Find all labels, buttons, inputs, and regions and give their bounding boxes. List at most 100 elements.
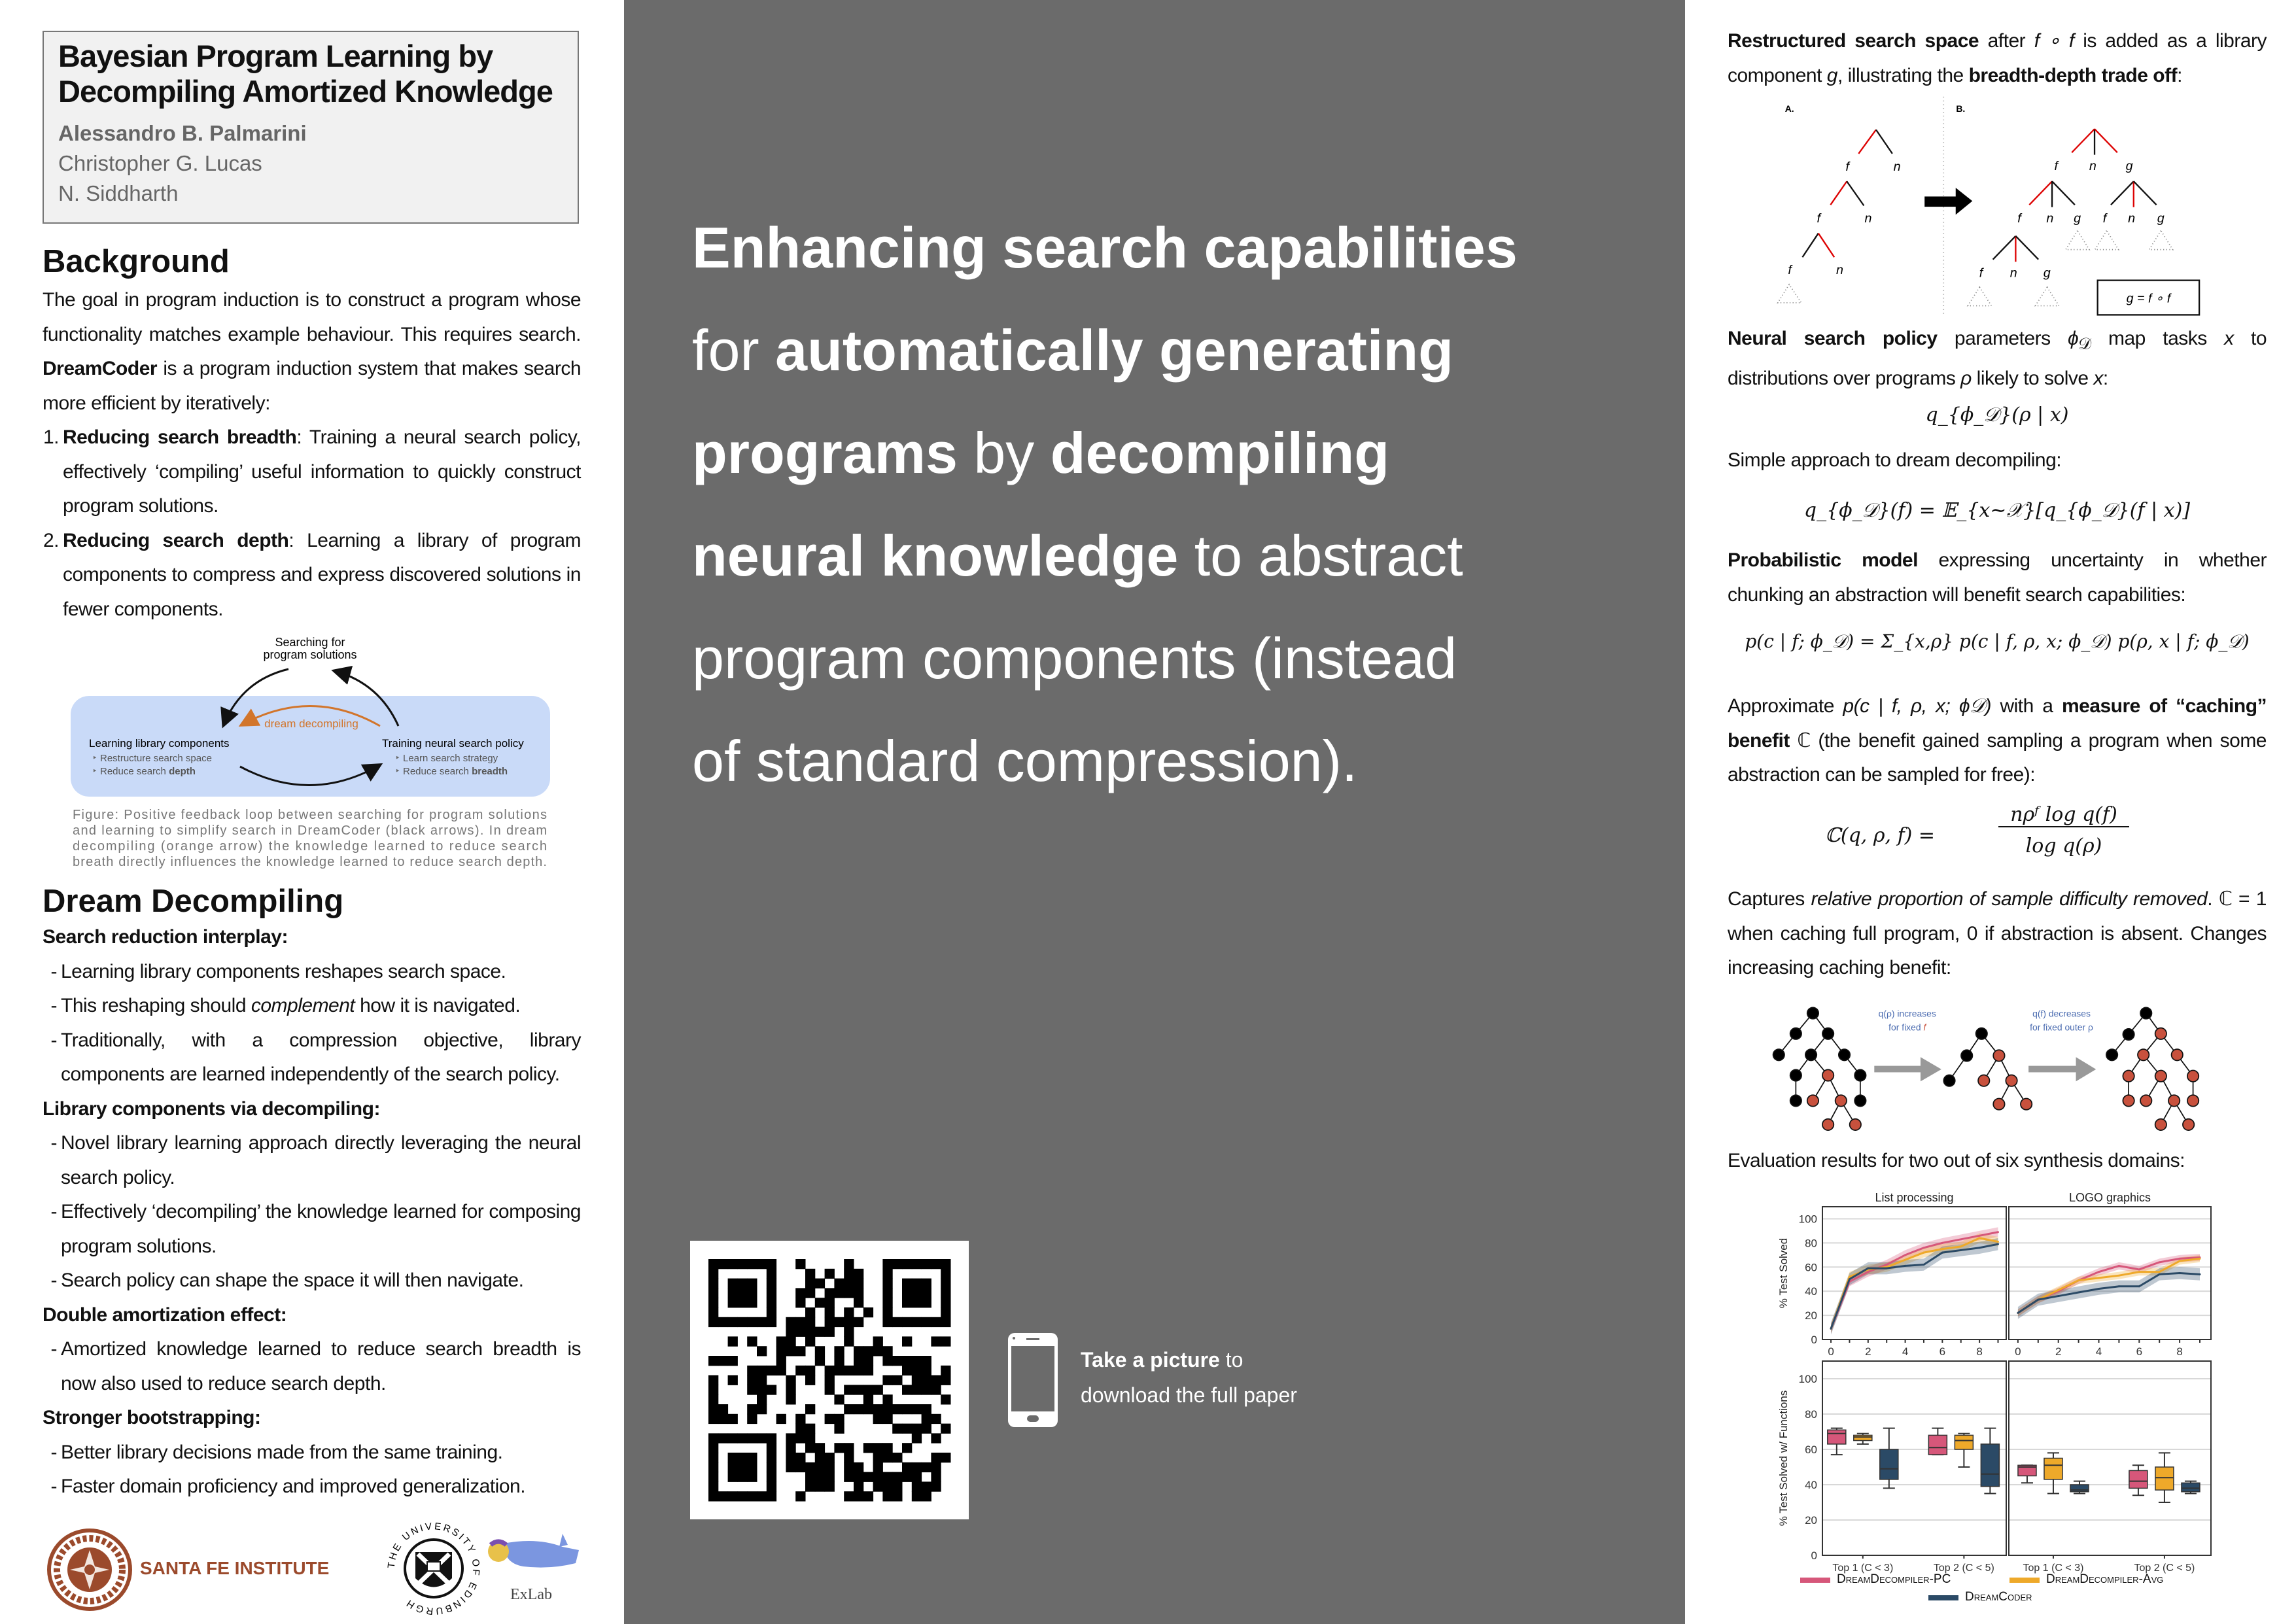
cached-node <box>2140 1094 2153 1107</box>
point-dc <box>1978 1247 1981 1249</box>
qr-module <box>814 1346 826 1356</box>
qr-module <box>882 1375 893 1385</box>
point-dc <box>2078 1291 2080 1294</box>
qr-module <box>824 1413 835 1425</box>
point-avg <box>2199 1257 2201 1260</box>
qr-module <box>911 1288 922 1298</box>
loop-background <box>71 696 550 797</box>
node-label: f <box>1788 263 1793 277</box>
node-label: f <box>2017 211 2023 226</box>
qr-module <box>911 1356 922 1366</box>
qr-module <box>844 1278 854 1288</box>
qr-module <box>708 1413 719 1425</box>
point-pc <box>1885 1264 1888 1266</box>
background-heading: Background <box>43 244 230 279</box>
qr-module <box>737 1433 748 1443</box>
box-pc <box>1827 1429 1847 1445</box>
qr-module <box>824 1288 835 1298</box>
qr-module <box>931 1317 941 1328</box>
qr-module <box>708 1259 719 1270</box>
qr-module <box>708 1453 719 1463</box>
qr-module <box>854 1472 864 1482</box>
list-item-text: Novel library learning approach directly… <box>61 1126 582 1195</box>
qr-module <box>766 1365 777 1376</box>
qr-module <box>786 1346 796 1356</box>
box-pc <box>2129 1470 2148 1489</box>
cached-node <box>2005 1074 2018 1087</box>
point-avg <box>1904 1258 1907 1261</box>
point-dc <box>1960 1249 1962 1251</box>
cached-node <box>1806 1094 1820 1107</box>
point-pc <box>1867 1271 1870 1273</box>
x-tick-label: 0 <box>1828 1345 1834 1358</box>
qr-module <box>727 1336 738 1347</box>
list-dash: - <box>50 960 58 982</box>
qr-module <box>863 1491 874 1502</box>
qr-module <box>882 1491 893 1502</box>
y-tick-label: 60 <box>1805 1443 1817 1456</box>
qr-module <box>805 1326 816 1337</box>
qr-module <box>747 1491 757 1502</box>
list-dash: - <box>50 1441 58 1463</box>
list-item-text: Amortized knowledge learned to reduce se… <box>61 1332 582 1401</box>
qr-module <box>844 1317 854 1328</box>
formula-dream-decompiling: q_{ϕ_𝒟}(f) = 𝔼_{x∼𝒳}[q_{ϕ_𝒟}(f | x)] <box>1803 499 2191 522</box>
qr-module <box>882 1268 893 1279</box>
qr-module <box>882 1278 893 1288</box>
qr-module <box>766 1307 777 1318</box>
qr-module <box>873 1462 883 1473</box>
headline-segment: to abstract <box>1178 523 1463 588</box>
qr-module <box>757 1375 767 1385</box>
qr-module <box>747 1472 757 1482</box>
qr-module <box>921 1278 931 1288</box>
qr-module <box>921 1356 931 1366</box>
qr-module <box>805 1365 816 1376</box>
qr-module <box>727 1472 738 1482</box>
qr-module <box>873 1346 883 1356</box>
qr-module <box>892 1404 903 1415</box>
qr-module <box>747 1317 757 1328</box>
dream-decompiling-label: dream decompiling <box>264 717 358 730</box>
list-item: -Effectively ‘decompiling’ the knowledge… <box>43 1195 582 1264</box>
qr-module <box>844 1326 854 1337</box>
qr-module <box>766 1433 777 1443</box>
qr-module <box>921 1404 931 1415</box>
qr-module <box>882 1259 893 1270</box>
qr-module <box>882 1307 893 1318</box>
qr-module <box>824 1307 835 1318</box>
qr-module <box>708 1462 719 1473</box>
qr-module <box>882 1443 893 1453</box>
qr-module <box>747 1433 757 1443</box>
qr-module <box>737 1462 748 1473</box>
list-dash: - <box>50 1270 58 1291</box>
box-dc <box>1879 1449 1899 1480</box>
legend-swatch-dc <box>1928 1595 1958 1600</box>
qr-module <box>834 1346 844 1356</box>
qr-module <box>795 1365 806 1376</box>
tree-node <box>1837 1048 1851 1062</box>
qr-module <box>902 1385 913 1395</box>
box-pc <box>1928 1434 1948 1455</box>
tree-node <box>1789 1094 1802 1107</box>
qr-module <box>805 1288 816 1298</box>
headline-segment: Enhancing search capabilities <box>692 215 1518 280</box>
term: Probabilistic model <box>1728 549 1918 571</box>
qr-module <box>824 1472 835 1482</box>
box-dc <box>2181 1482 2200 1493</box>
list-item: 2.Reducing search depth: Learning a libr… <box>43 524 582 627</box>
list-number: 1. <box>43 426 60 448</box>
point-dc <box>1885 1267 1888 1270</box>
y-tick-label: 100 <box>1799 1213 1817 1225</box>
qr-module <box>727 1298 738 1308</box>
qr-module <box>766 1481 777 1492</box>
point-avg <box>2098 1277 2100 1279</box>
qr-module <box>824 1317 835 1328</box>
qr-module <box>708 1443 719 1453</box>
dream-decompiling-heading: Dream Decompiling <box>43 884 344 919</box>
qr-module <box>873 1404 883 1415</box>
qr-code[interactable] <box>690 1241 969 1519</box>
figure-caption-line: breath directly influences the knowledge… <box>73 855 547 869</box>
qr-module <box>786 1385 796 1395</box>
subsection-title-text: Stronger bootstrapping <box>43 1407 254 1428</box>
qr-module <box>854 1278 864 1288</box>
